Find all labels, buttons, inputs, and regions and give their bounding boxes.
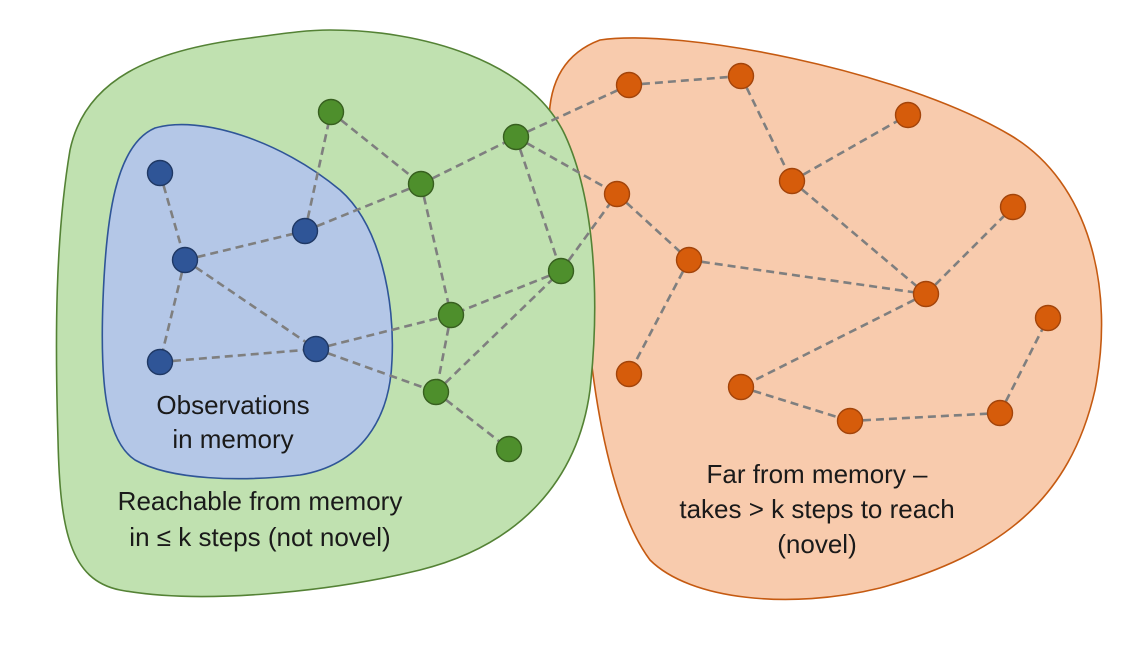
memory-node-b2: [171, 246, 199, 274]
edge-o3-o6: [616, 193, 690, 261]
novel-node-o13: [986, 399, 1014, 427]
edge-b5-g4: [315, 313, 452, 351]
edge-b3-g1: [303, 111, 333, 232]
edge-g5-o3: [559, 193, 619, 272]
novel-node-o5: [778, 167, 806, 195]
edge-o1-o2: [628, 74, 742, 87]
node-layer: [146, 62, 1062, 463]
edge-o2-o5: [739, 75, 794, 182]
edge-o6-o7: [688, 258, 927, 296]
novel-node-o1: [615, 71, 643, 99]
edge-b1-b2: [158, 172, 187, 261]
edge-o7-o8: [925, 206, 1014, 295]
novel-node-o6: [675, 246, 703, 274]
edge-g3-o1: [515, 83, 630, 139]
memory-label: Observations in memory: [156, 390, 309, 454]
novel-node-o9: [1034, 304, 1062, 332]
memory-region: [101, 123, 394, 480]
edge-o5-o4: [791, 113, 909, 183]
novel-node-o11: [727, 373, 755, 401]
novel-label-line-3: (novel): [777, 529, 856, 559]
novel-node-o12: [836, 407, 864, 435]
edge-b4-b5: [159, 347, 317, 364]
edge-g6-g7: [435, 390, 510, 451]
reachable-label-line-1: Reachable from memory: [118, 486, 403, 516]
edge-b3-g2: [304, 182, 422, 233]
edge-g3-g5: [514, 136, 563, 272]
edge-o7-o11: [740, 292, 927, 389]
edge-g2-g3: [420, 135, 517, 186]
edge-g3-o3: [515, 135, 618, 196]
memory-node-b1: [146, 159, 174, 187]
edge-g1-g2: [330, 110, 422, 186]
memory-node-b3: [291, 217, 319, 245]
reachable-node-g6: [422, 378, 450, 406]
edge-o5-o7: [791, 180, 927, 295]
edge-b2-b5: [184, 258, 317, 351]
reachable-node-g1: [317, 98, 345, 126]
reachable-label: Reachable from memory in ≤ k steps (not …: [118, 486, 403, 552]
edge-g5-g4: [450, 269, 562, 317]
edge-b2-b3: [184, 229, 306, 262]
edge-b2-b4: [158, 259, 187, 363]
novel-node-o3: [603, 180, 631, 208]
edge-o11-o12: [740, 385, 851, 423]
edge-g6-g5: [435, 270, 562, 393]
novel-node-o4: [894, 101, 922, 129]
edge-b5-g6: [315, 347, 437, 394]
memory-node-b4: [146, 348, 174, 376]
novel-node-o2: [727, 62, 755, 90]
edge-o13-o9: [998, 317, 1050, 414]
reachable-node-g5: [547, 257, 575, 285]
reachable-node-g3: [502, 123, 530, 151]
novel-node-o7: [912, 280, 940, 308]
novel-label: Far from memory – takes > k steps to rea…: [679, 459, 954, 559]
novel-node-o8: [999, 193, 1027, 221]
memory-label-line-2: in memory: [172, 424, 293, 454]
reachable-label-line-2: in ≤ k steps (not novel): [129, 522, 390, 552]
novel-node-o10: [615, 360, 643, 388]
edge-o6-o10: [627, 259, 691, 375]
novel-label-line-1: Far from memory –: [706, 459, 928, 489]
memory-label-line-1: Observations: [156, 390, 309, 420]
memory-node-b5: [302, 335, 330, 363]
edge-g2-g4: [419, 183, 453, 316]
edge-layer: [158, 74, 1050, 451]
reachable-node-g4: [437, 301, 465, 329]
novel-label-line-2: takes > k steps to reach: [679, 494, 954, 524]
reachable-node-g7: [495, 435, 523, 463]
reachable-node-g2: [407, 170, 435, 198]
